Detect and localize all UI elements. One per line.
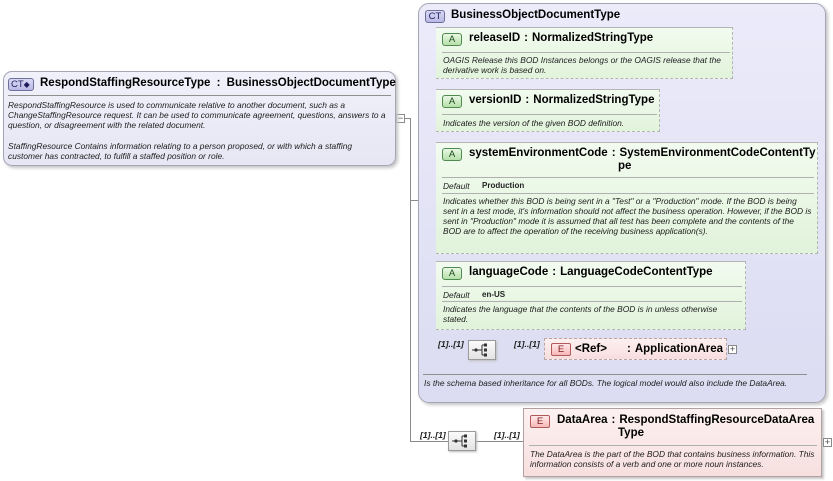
default-value: Production — [482, 181, 525, 190]
sequence-compositor[interactable] — [448, 431, 476, 451]
attribute-doc: Indicates whether this BOD is being sent… — [443, 196, 812, 236]
attribute-releaseID[interactable]: A releaseID:NormalizedStringType OAGIS R… — [436, 27, 733, 79]
main-type-doc-1: RespondStaffingResource is used to commu… — [8, 100, 386, 130]
main-type-base: BusinessObjectDocumentType — [226, 77, 396, 89]
main-type-name: RespondStaffingResourceType — [40, 77, 211, 89]
collapse-main-toggle[interactable]: − — [396, 113, 405, 123]
sequence-occurrence: [1]..[1] — [438, 339, 464, 349]
attribute-doc: OAGIS Release this BOD Instances belongs… — [443, 55, 721, 75]
attribute-languageCode[interactable]: A languageCode:LanguageCodeContentType D… — [436, 261, 746, 330]
attribute-separator — [442, 286, 742, 287]
element-icon: E — [530, 415, 550, 428]
element-doc: The DataArea is the part of the BOD that… — [530, 449, 815, 469]
attribute-separator — [442, 177, 814, 178]
complex-type-icon: CT◆ — [8, 78, 34, 91]
attribute-separator — [442, 301, 742, 302]
expand-dataArea-toggle[interactable]: + — [823, 437, 832, 447]
sequence-icon — [472, 343, 487, 357]
attribute-type-wrap: pe — [618, 160, 632, 172]
element-icon: E — [551, 343, 571, 356]
sequence-occurrence: [1]..[1] — [420, 430, 446, 440]
base-type-title: BusinessObjectDocumentType — [451, 9, 621, 21]
element-ref-applicationArea[interactable]: E <Ref> :ApplicationArea — [544, 338, 727, 360]
element-occurrence: [1]..[1] — [494, 430, 520, 440]
element-title: :ApplicationArea — [627, 343, 724, 355]
attribute-doc: Indicates the language that the contents… — [443, 304, 718, 324]
ref-label: <Ref> — [575, 343, 607, 355]
attribute-icon: A — [442, 33, 462, 46]
element-occurrence: [1]..[1] — [514, 339, 540, 349]
attribute-icon: A — [442, 95, 462, 108]
attribute-versionID[interactable]: A versionID:NormalizedStringType Indicat… — [436, 89, 660, 132]
main-type-doc-2: StaffingResource Contains information re… — [8, 141, 353, 161]
element-title: DataArea:RespondStaffingResourceDataArea — [557, 414, 815, 426]
attribute-title: systemEnvironmentCode:SystemEnvironmentC… — [469, 147, 816, 159]
attribute-title: languageCode:LanguageCodeContentType — [469, 266, 713, 278]
default-label: Default — [443, 290, 470, 300]
element-separator — [529, 445, 817, 446]
element-dataArea[interactable]: E DataArea:RespondStaffingResourceDataAr… — [523, 408, 822, 477]
attribute-separator — [442, 52, 730, 53]
connector-to-dataarea-seq — [410, 441, 448, 442]
connector-to-base-type — [410, 200, 418, 201]
main-type-separator — [8, 95, 391, 96]
sequence-compositor[interactable] — [468, 340, 496, 360]
attribute-icon: A — [442, 267, 462, 280]
main-type-box[interactable]: CT◆ RespondStaffingResourceType : Busine… — [3, 71, 396, 166]
sequence-icon — [452, 434, 467, 448]
main-type-title: RespondStaffingResourceType : BusinessOb… — [40, 77, 396, 89]
attribute-doc: Indicates the version of the given BOD d… — [443, 118, 625, 128]
attribute-systemEnvironmentCode[interactable]: A systemEnvironmentCode:SystemEnvironmen… — [436, 142, 818, 254]
complex-type-icon: CT — [425, 10, 445, 23]
attribute-separator — [442, 114, 657, 115]
base-type-separator — [423, 374, 807, 375]
base-type-doc: Is the schema based inheritance for all … — [424, 378, 788, 388]
attribute-separator — [442, 193, 814, 194]
default-value: en-US — [482, 290, 506, 299]
connector-seq-to-dataarea — [476, 441, 523, 442]
expand-applicationArea-toggle[interactable]: + — [728, 344, 737, 354]
element-type-wrap: Type — [618, 427, 644, 439]
connector-tree-vertical — [410, 118, 411, 441]
attribute-icon: A — [442, 148, 462, 161]
attribute-title: versionID:NormalizedStringType — [469, 94, 655, 106]
connector-tree-stub — [405, 118, 410, 119]
default-label: Default — [443, 181, 470, 191]
attribute-title: releaseID:NormalizedStringType — [469, 32, 654, 44]
